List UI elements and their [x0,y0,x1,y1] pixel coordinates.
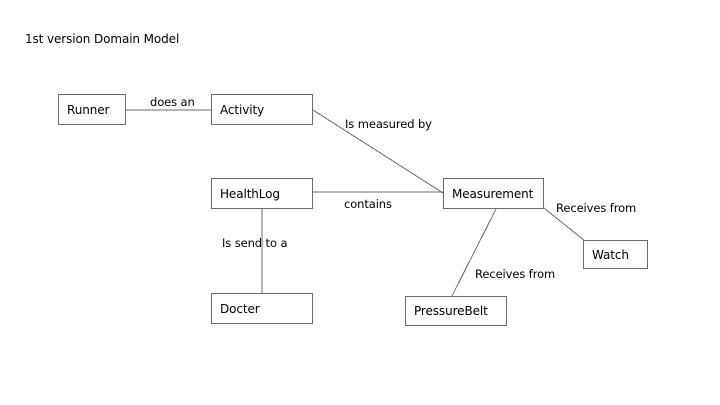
relationship-label-measurement-watch: Receives from [556,201,637,215]
entity-label-docter: Docter [220,301,260,316]
relationship-label-activity-measurement: Is measured by [345,117,432,131]
entity-box-measurement[interactable]: Measurement [443,178,544,209]
relationship-line-measurement-watch [543,207,586,242]
entity-label-watch: Watch [592,247,629,262]
entity-label-activity: Activity [220,102,265,117]
entity-box-pressurebelt[interactable]: PressureBelt [405,296,507,326]
relationship-line-measurement-pressurebelt [451,208,497,297]
entity-label-pressurebelt: PressureBelt [414,304,488,318]
entity-box-watch[interactable]: Watch [583,240,648,269]
entity-box-runner[interactable]: Runner [58,94,126,125]
entity-box-healthlog[interactable]: HealthLog [211,178,313,209]
relationship-label-healthlog-docter: Is send to a [222,236,288,250]
relationship-label-measurement-pressurebelt: Receives from [475,267,556,281]
entity-label-healthlog: HealthLog [220,186,280,201]
entity-label-measurement: Measurement [452,186,534,201]
relationship-label-runner-activity: does an [150,95,195,109]
entity-box-docter[interactable]: Docter [211,293,313,324]
relationship-label-healthlog-measurement: contains [344,197,392,211]
relationship-line-activity-measurement [312,109,444,194]
entity-box-activity[interactable]: Activity [211,94,313,125]
entity-label-runner: Runner [67,102,110,117]
diagram-title: 1st version Domain Model [25,32,180,46]
